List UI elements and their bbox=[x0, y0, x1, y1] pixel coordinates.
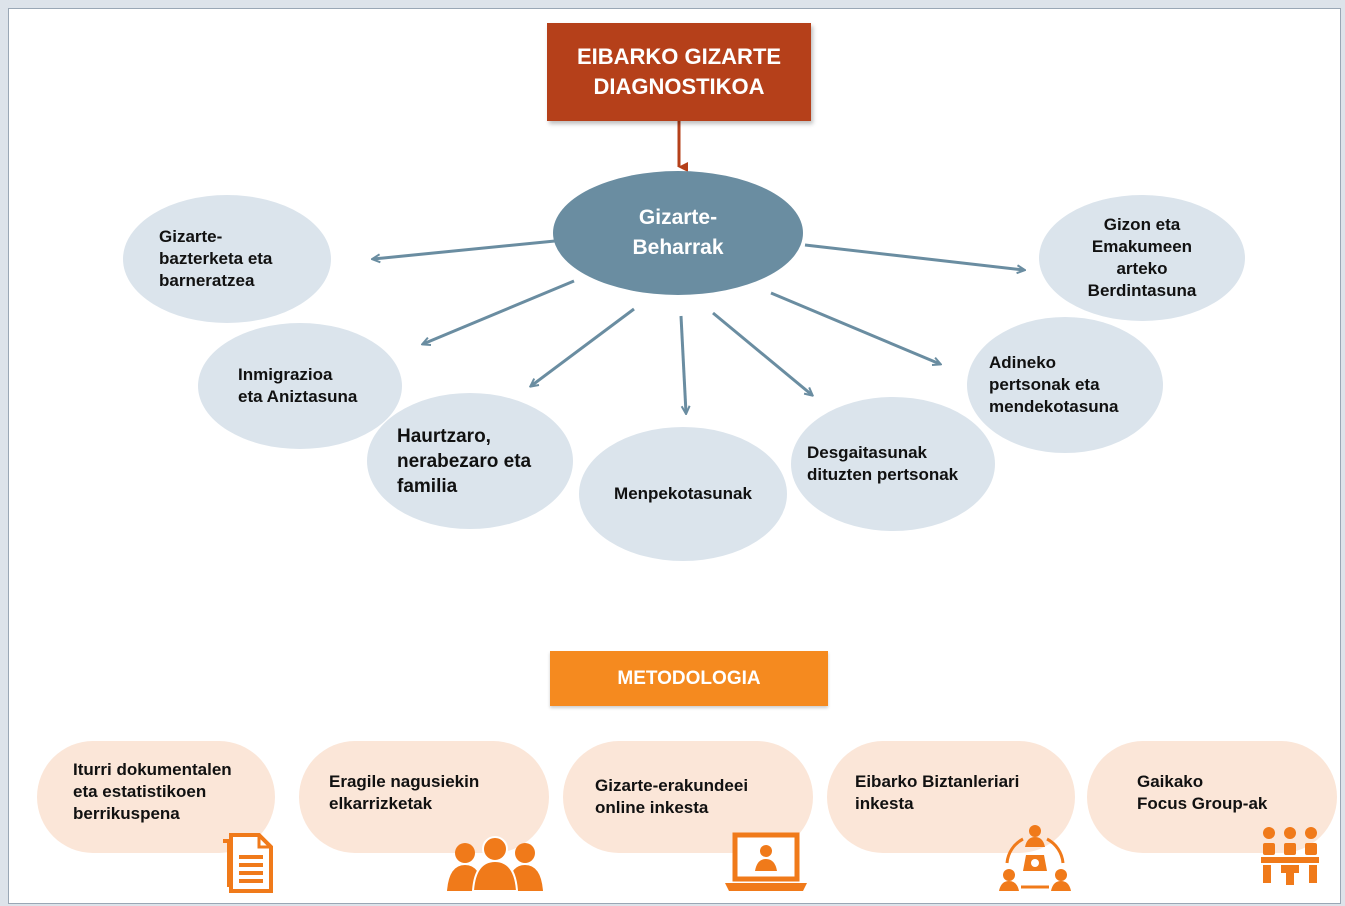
arrow-childhood bbox=[531, 307, 635, 386]
document-icon bbox=[223, 833, 273, 893]
diagnosis-title-box: EIBARKO GIZARTE DIAGNOSTIKOA bbox=[547, 23, 811, 121]
center-label: Gizarte- Beharrak bbox=[632, 206, 724, 259]
focus-group-icon bbox=[1261, 827, 1319, 885]
need-label: Menpekotasunak bbox=[614, 484, 752, 503]
need-bubble-exclusion: Gizarte- bazterketa eta barneratzea bbox=[123, 195, 331, 323]
need-label: Adineko pertsonak eta mendekotasuna bbox=[989, 353, 1119, 416]
need-label: Gizon eta Emakumeen arteko Berdintasuna bbox=[1087, 215, 1197, 300]
method-label: Gaikako Focus Group-ak bbox=[1137, 772, 1268, 813]
people-group-icon bbox=[447, 836, 543, 891]
diagnosis-title: EIBARKO GIZARTE DIAGNOSTIKOA bbox=[576, 44, 782, 99]
need-label: Gizarte- bazterketa eta barneratzea bbox=[159, 227, 273, 290]
social-needs-center-node: Gizarte- Beharrak bbox=[553, 171, 803, 295]
method-label: Eibarko Biztanleriari inkesta bbox=[855, 772, 1020, 813]
arrow-immigration bbox=[423, 279, 575, 344]
phone-survey-icon bbox=[999, 825, 1071, 891]
arrow-disability bbox=[712, 311, 812, 395]
need-bubble-equality: Gizon eta Emakumeen arteko Berdintasuna bbox=[1039, 195, 1245, 321]
need-label: Inmigrazioa eta Aniztasuna bbox=[238, 365, 358, 406]
method-pill-interviews bbox=[299, 741, 549, 853]
need-bubble-elderly: Adineko pertsonak eta mendekotasuna bbox=[967, 317, 1163, 453]
need-bubble-dependency: Menpekotasunak bbox=[579, 427, 787, 561]
need-label: Desgaitasunak dituzten pertsonak bbox=[807, 443, 959, 484]
arrow-dependency bbox=[679, 315, 686, 413]
laptop-user-icon bbox=[725, 832, 807, 891]
arrow-equality bbox=[804, 243, 1024, 270]
need-bubble-immigration: Inmigrazioa eta Aniztasuna bbox=[198, 323, 402, 449]
arrow-exclusion bbox=[373, 239, 556, 259]
diagram-canvas: EIBARKO GIZARTE DIAGNOSTIKOA Gizarte- Be… bbox=[8, 8, 1341, 904]
method-label: Eragile nagusiekin elkarrizketak bbox=[329, 772, 480, 813]
need-bubble-childhood: Haurtzaro, nerabezaro eta familia bbox=[367, 393, 573, 529]
methodology-title-box: METODOLOGIA bbox=[550, 651, 828, 706]
need-label: Haurtzaro, nerabezaro eta familia bbox=[397, 425, 532, 497]
connector-arrows bbox=[9, 121, 1341, 904]
methodology-title: METODOLOGIA bbox=[617, 667, 761, 689]
method-label: Gizarte-erakundeei online inkesta bbox=[595, 776, 749, 817]
arrow-elderly bbox=[770, 291, 940, 364]
method-label: Iturri dokumentalen eta estatistikoen be… bbox=[73, 760, 232, 823]
need-bubble-disability: Desgaitasunak dituzten pertsonak bbox=[791, 397, 995, 531]
